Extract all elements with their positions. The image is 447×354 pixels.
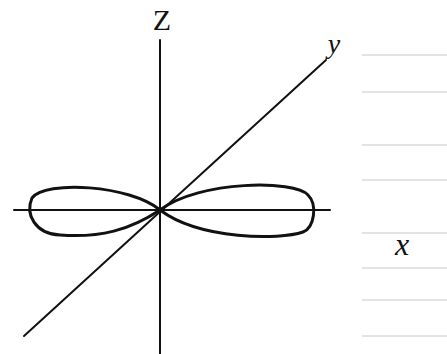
y-axis bbox=[24, 60, 326, 336]
ruled-lines bbox=[362, 55, 447, 336]
orbital-lobe bbox=[160, 185, 314, 236]
axis-label: x bbox=[395, 228, 409, 260]
x-axis bbox=[14, 209, 330, 211]
axis-label: Z bbox=[153, 5, 171, 35]
orbital-lobe bbox=[30, 187, 160, 235]
z-axis bbox=[159, 40, 161, 354]
axis-label: y bbox=[328, 30, 340, 58]
